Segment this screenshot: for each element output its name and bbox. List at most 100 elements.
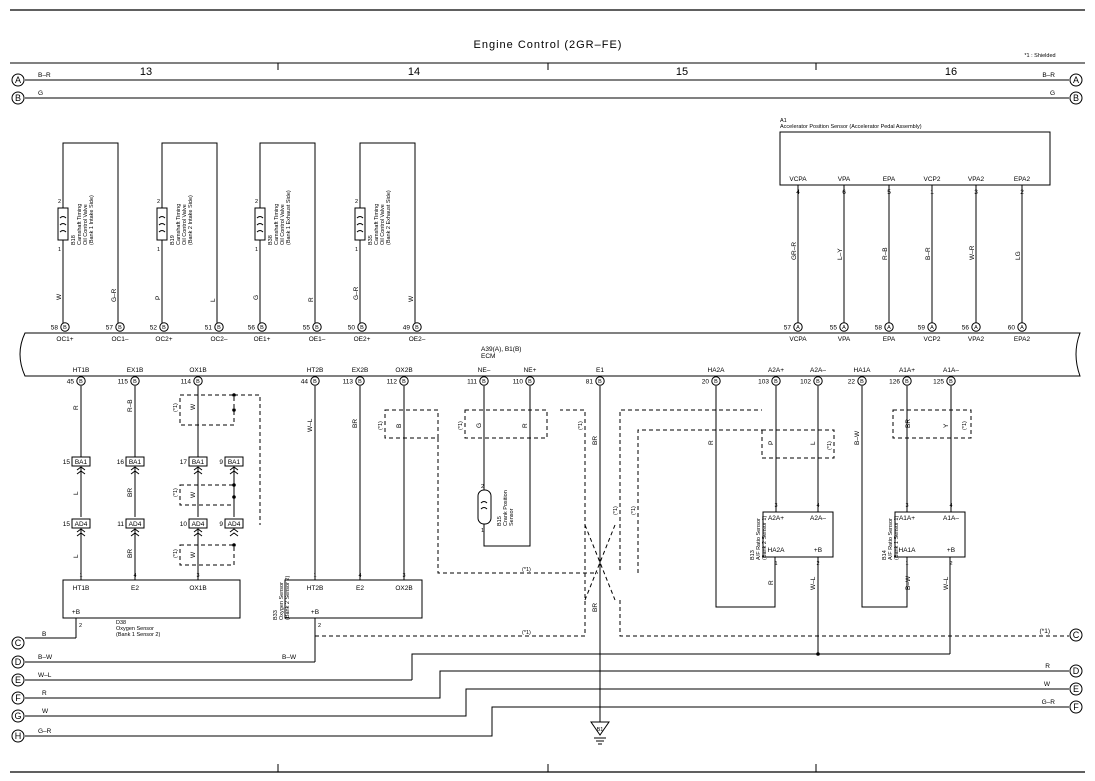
svg-text:B: B — [816, 379, 820, 385]
svg-text:1: 1 — [58, 247, 61, 253]
shield-legend: *1 : Shielded — [1024, 53, 1055, 59]
b15-title: B15Crank PositionSensor — [497, 490, 515, 526]
svg-text:(*1): (*1) — [578, 421, 584, 430]
svg-text:2: 2 — [949, 561, 952, 567]
svg-text:R: R — [308, 297, 315, 302]
d38-box — [62, 579, 241, 619]
svg-text:B: B — [415, 325, 419, 331]
svg-text:B: B — [42, 631, 46, 638]
svg-text:B: B — [949, 379, 953, 385]
svg-text:44: 44 — [301, 379, 309, 386]
svg-text:F: F — [1073, 702, 1079, 712]
svg-text:A: A — [1073, 75, 1079, 85]
svg-text:OC1–: OC1– — [112, 336, 129, 343]
svg-text:W: W — [190, 551, 197, 558]
svg-text:A: A — [887, 325, 891, 331]
svg-text:+B: +B — [947, 547, 955, 554]
solenoid-coil-icon — [256, 216, 264, 233]
svg-text:BA1: BA1 — [192, 459, 205, 466]
svg-text:BR: BR — [352, 419, 359, 428]
bus-b-color-left: G — [38, 90, 43, 97]
bus-a-color-right: B–R — [1042, 72, 1055, 79]
bus-terminal-left-f: F — [11, 691, 25, 705]
b13-box — [762, 511, 834, 558]
svg-text:112: 112 — [387, 379, 398, 386]
svg-text:HT2B: HT2B — [307, 367, 324, 374]
svg-text:1: 1 — [481, 528, 484, 534]
svg-text:VCP2: VCP2 — [924, 336, 941, 343]
svg-text:AD4: AD4 — [228, 521, 241, 528]
svg-text:W: W — [1044, 681, 1051, 688]
svg-text:B: B — [260, 325, 264, 331]
svg-text:B: B — [1073, 93, 1079, 103]
bus-terminal-left-c: C — [11, 636, 25, 650]
svg-text:AD4: AD4 — [129, 521, 142, 528]
svg-text:R–B: R–B — [882, 247, 889, 260]
svg-text:A1A–: A1A– — [943, 515, 959, 522]
svg-text:VCPA: VCPA — [789, 336, 807, 343]
svg-text:G: G — [476, 423, 483, 428]
svg-text:51: 51 — [205, 325, 213, 332]
aps-box — [779, 131, 1051, 186]
svg-text:B: B — [358, 379, 362, 385]
svg-text:OX1B: OX1B — [189, 585, 206, 592]
column-16: 16 — [945, 66, 957, 78]
svg-text:B–W: B–W — [282, 654, 297, 661]
svg-text:R: R — [522, 423, 529, 428]
svg-text:EPA: EPA — [883, 336, 896, 343]
svg-text:+B: +B — [814, 547, 822, 554]
svg-text:A: A — [15, 75, 21, 85]
wiring — [25, 386, 1069, 745]
svg-text:(*1): (*1) — [962, 421, 968, 430]
svg-text:VCPA: VCPA — [789, 176, 807, 183]
svg-text:A1A+: A1A+ — [899, 367, 915, 374]
svg-text:A: A — [842, 325, 846, 331]
svg-text:56: 56 — [962, 325, 970, 332]
svg-text:(*1): (*1) — [613, 506, 619, 515]
svg-text:A2A+: A2A+ — [768, 367, 784, 374]
svg-text:B: B — [714, 379, 718, 385]
svg-text:HA1A: HA1A — [854, 367, 872, 374]
connector-arrow-icon — [229, 528, 239, 537]
svg-text:HA2A: HA2A — [768, 547, 786, 554]
b14-title: B14A/F Ratio Sensor(Bank 1 Sensor 1) — [882, 516, 900, 560]
svg-text:VCP2: VCP2 — [924, 176, 941, 183]
crank-sensor-coil-icon — [477, 489, 492, 525]
svg-text:VPA2: VPA2 — [968, 336, 985, 343]
svg-text:45: 45 — [67, 379, 75, 386]
svg-text:(*1): (*1) — [458, 421, 464, 430]
b33-box — [284, 579, 423, 619]
svg-text:A2A–: A2A– — [810, 515, 826, 522]
svg-text:2: 2 — [79, 623, 82, 629]
svg-text:(*1): (*1) — [173, 488, 179, 497]
svg-text:Y: Y — [943, 423, 950, 428]
svg-text:55: 55 — [303, 325, 311, 332]
svg-text:B: B — [528, 379, 532, 385]
bus-terminal-right-c: C — [1069, 628, 1083, 642]
ecm-body — [19, 332, 1081, 377]
svg-text:15: 15 — [63, 459, 71, 466]
svg-text:B–W: B–W — [38, 654, 53, 661]
svg-text:56: 56 — [248, 325, 256, 332]
svg-text:125: 125 — [933, 379, 944, 386]
